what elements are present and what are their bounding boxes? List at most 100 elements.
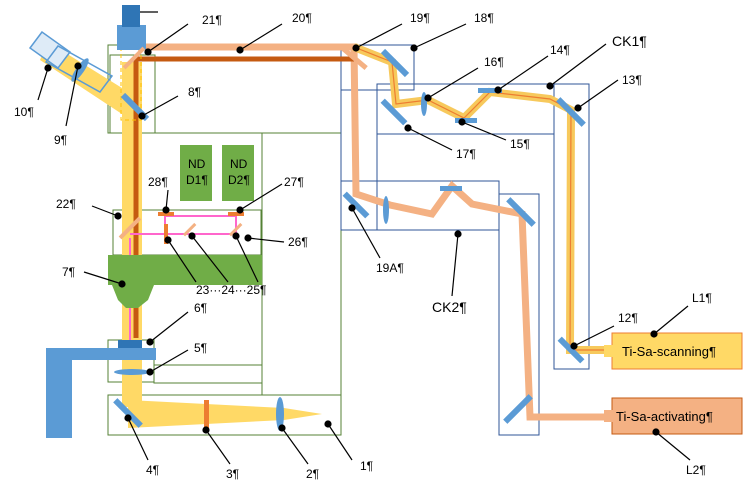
laser-sources: Ti-Sa-scanning¶ Ti-Sa-activating¶ — [604, 332, 743, 435]
leader-dot — [652, 428, 660, 436]
ck2-right-frame — [498, 193, 540, 436]
activating-beam — [138, 43, 612, 421]
leader-dot — [324, 420, 332, 428]
leader-dot — [202, 426, 210, 434]
lens-5 — [114, 369, 150, 375]
right-column-frame — [261, 132, 342, 396]
label-ck1: CK1¶ — [612, 33, 647, 49]
leader-dot — [118, 280, 126, 288]
leader-line — [461, 121, 507, 141]
scanning-beam-outline — [353, 46, 612, 351]
activating-laser-label: Ti-Sa-activating¶ — [616, 409, 713, 424]
leader-line — [351, 207, 381, 259]
mirror-15 — [455, 118, 477, 123]
splitter-24 — [182, 222, 197, 237]
label-21: 21¶ — [202, 13, 222, 27]
leader-dot — [454, 230, 462, 238]
label-8: 8¶ — [188, 85, 201, 99]
mirror-13 — [556, 97, 586, 127]
label-20: 20¶ — [292, 11, 312, 25]
leader-dot — [144, 48, 152, 56]
lens-ck2 — [383, 196, 389, 224]
mirror-14 — [478, 88, 502, 93]
label-28: 28¶ — [148, 175, 168, 189]
label-19: 19¶ — [410, 11, 430, 25]
scanning-laser-nozzle — [604, 345, 614, 357]
label-1: 1¶ — [360, 459, 373, 473]
leader-line — [451, 233, 459, 297]
splitter-25 — [228, 222, 243, 237]
scanning-laser-label: Ti-Sa-scanning¶ — [622, 344, 716, 359]
leader-line — [149, 311, 189, 343]
microscope-body — [46, 5, 262, 438]
beam-paths — [40, 39, 612, 428]
leader-dot — [650, 330, 658, 338]
mirror-12 — [557, 336, 585, 364]
splitter-27 — [228, 212, 244, 216]
label-L2: L2¶ — [686, 463, 706, 477]
leader-dot — [424, 94, 432, 102]
leader-dot — [278, 424, 286, 432]
label-27: 27¶ — [284, 175, 304, 189]
nd2-line2: D2¶ — [228, 173, 250, 187]
leader-line — [281, 427, 309, 465]
leader-line — [141, 95, 179, 117]
leader-dot — [494, 86, 502, 94]
leader-dot — [352, 44, 360, 52]
splitter-21 — [122, 46, 146, 70]
activating-laser-body — [611, 397, 743, 435]
nd-filter-labels: ND D1¶ ND D2¶ — [186, 157, 250, 187]
leader-dot — [138, 112, 146, 120]
optical-elements — [113, 46, 586, 431]
leader-dot — [236, 46, 244, 54]
leader-dot — [236, 206, 244, 214]
leader-line — [327, 423, 353, 461]
lens-2 — [276, 397, 284, 431]
leader-line — [653, 305, 689, 335]
label-23-24-25: 23···24···25¶ — [196, 283, 266, 297]
nd-filter-1 — [180, 145, 212, 201]
mirror-17 — [380, 98, 408, 126]
leader-line — [191, 235, 229, 283]
label-12: 12¶ — [618, 311, 638, 325]
leader-line — [573, 325, 615, 347]
label-7: 7¶ — [62, 265, 75, 279]
leader-dot — [146, 338, 154, 346]
leader-line — [549, 43, 607, 87]
nd1-line1: ND — [188, 157, 206, 171]
leader-dot — [232, 232, 240, 240]
splitter-23 — [164, 224, 168, 244]
leader-line — [355, 23, 403, 49]
label-3: 3¶ — [226, 467, 239, 481]
mirror-ck2-b — [506, 197, 536, 227]
ck1-frame — [376, 83, 555, 135]
leader-dot — [546, 82, 554, 90]
leader-dot — [188, 232, 196, 240]
housing-frames — [107, 44, 590, 436]
leader-line — [91, 205, 119, 217]
camera-top — [122, 5, 140, 27]
splitter-28 — [158, 212, 174, 216]
nd-filter-2 — [222, 145, 254, 201]
filter-3 — [204, 400, 209, 430]
leader-line — [235, 235, 259, 283]
label-9: 9¶ — [54, 133, 67, 147]
leader-dot — [44, 64, 52, 72]
leader-line — [577, 79, 619, 109]
yellow-eyepiece-beam — [40, 42, 142, 118]
sample-holder — [118, 340, 142, 348]
leader-line — [413, 23, 467, 49]
leader-line — [147, 23, 189, 53]
objective-cone — [112, 285, 154, 308]
leader-line — [655, 431, 691, 461]
label-13: 13¶ — [622, 73, 642, 87]
objective-turret — [108, 255, 262, 285]
leader-dot — [458, 118, 466, 126]
mirror-18 — [380, 48, 410, 78]
leader-dot — [162, 206, 170, 214]
label-26: 26¶ — [288, 235, 308, 249]
lower-block-frame — [153, 364, 263, 384]
callout-labels: 10¶ 9¶ 8¶ 21¶ 20¶ 19¶ 18¶ 14¶ CK1¶ 13¶ 1… — [14, 11, 712, 481]
label-17: 17¶ — [456, 147, 476, 161]
